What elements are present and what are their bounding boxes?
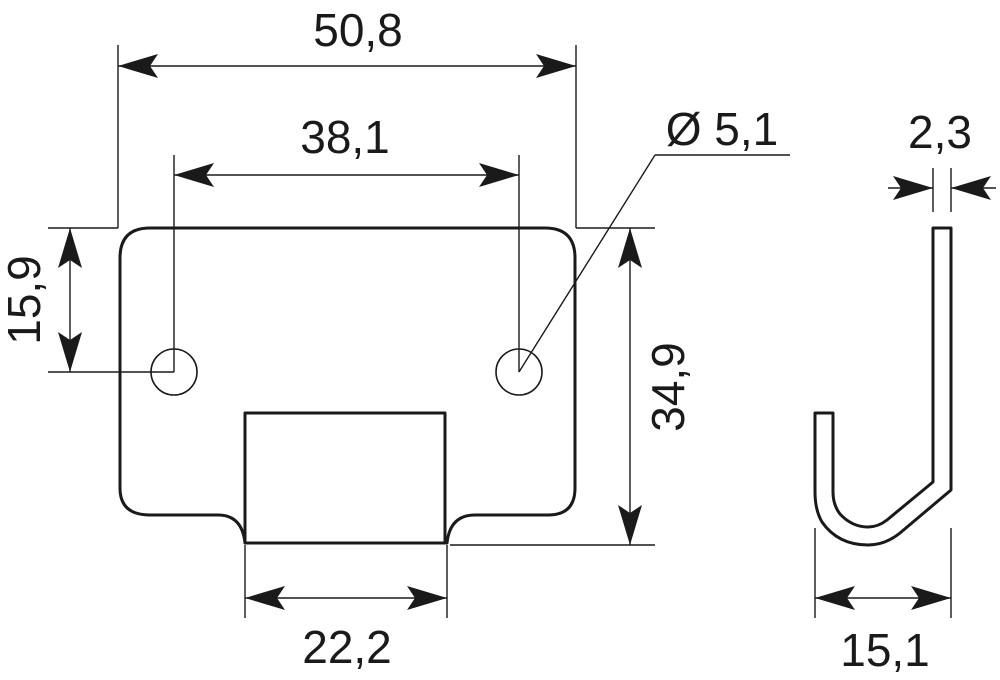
dim-hole-diameter: Ø 5,1	[666, 103, 779, 155]
dim-thickness: 2,3	[908, 106, 972, 158]
side-view-dimension-lines	[814, 168, 996, 618]
plate-outline	[118, 226, 577, 545]
dim-hole-height: 15,9	[0, 255, 50, 345]
dim-hole-spacing: 38,1	[300, 111, 390, 163]
plate-front-view	[118, 226, 577, 545]
hook-side-view	[813, 226, 953, 547]
dimension-lines	[58, 54, 642, 610]
dim-tab-width: 22,2	[302, 621, 392, 673]
tab-rectangle	[243, 411, 447, 545]
dim-hook-depth: 15,1	[840, 624, 930, 676]
dim-overall-height: 34,9	[642, 342, 694, 432]
dim-overall-width: 50,8	[313, 4, 403, 56]
hook-profile	[813, 226, 953, 547]
